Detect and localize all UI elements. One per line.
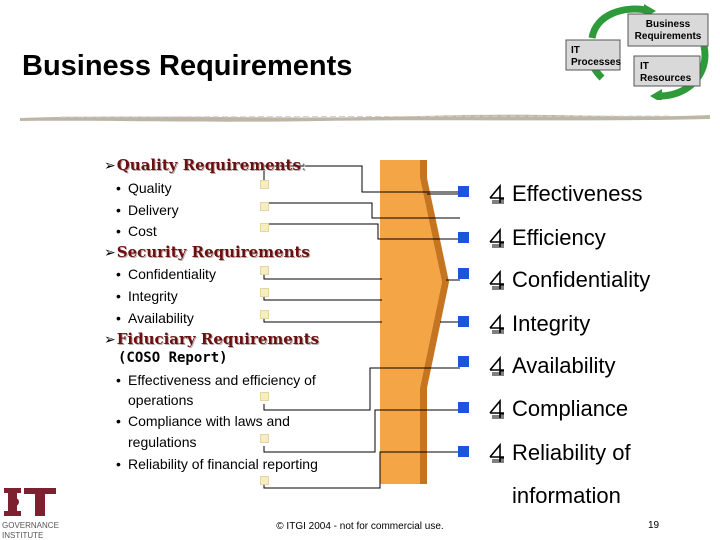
arrow-bullet-icon: ➢ bbox=[104, 158, 116, 174]
title-underline bbox=[20, 114, 710, 122]
connector-marker bbox=[260, 266, 269, 275]
criteria-item: Reliability of bbox=[488, 440, 631, 466]
book-icon bbox=[489, 356, 504, 376]
arrow-bullet-icon: ➢ bbox=[104, 245, 116, 261]
footer-copyright: © ITGI 2004 - not for commercial use. bbox=[276, 521, 444, 532]
criteria-item: Effectiveness bbox=[488, 181, 642, 207]
book-icon bbox=[489, 314, 504, 334]
criteria-item: Confidentiality bbox=[488, 267, 650, 293]
logo-line2: INSTITUTE bbox=[2, 531, 43, 540]
list-item: •Availability bbox=[116, 310, 194, 326]
book-icon bbox=[489, 184, 504, 204]
list-item: •Integrity bbox=[116, 288, 178, 304]
list-item: •Quality bbox=[116, 180, 172, 196]
criteria-bullet bbox=[458, 356, 469, 367]
cycle-resources-line2: Resources bbox=[640, 73, 692, 84]
section-heading-fiduciary: ➢Fiduciary Requirements bbox=[104, 330, 320, 348]
cycle-diagram-icon: Business Requirements IT Processes IT Re… bbox=[565, 4, 709, 100]
criteria-item: Efficiency bbox=[488, 225, 606, 251]
criteria-bullet bbox=[458, 402, 469, 413]
cycle-business-line2: Requirements bbox=[635, 31, 702, 42]
criteria-bullet bbox=[458, 268, 469, 279]
section-heading-quality: ➢Quality Requirements: bbox=[104, 156, 306, 174]
section-heading-security: ➢Security Requirements bbox=[104, 243, 310, 261]
criteria-bullet bbox=[458, 186, 469, 197]
list-item-continuation: operations bbox=[128, 392, 194, 408]
criteria-item: Availability bbox=[488, 353, 616, 379]
connector-marker bbox=[260, 476, 269, 485]
arrow-bullet-icon: ➢ bbox=[104, 332, 116, 348]
list-item: •Confidentiality bbox=[116, 266, 216, 282]
list-item: •Delivery bbox=[116, 202, 179, 218]
cycle-processes-line1: IT bbox=[571, 45, 580, 56]
connector-marker bbox=[260, 434, 269, 443]
connector-marker bbox=[260, 180, 269, 189]
list-item: •Effectiveness and efficiency of bbox=[116, 372, 316, 388]
book-icon bbox=[489, 399, 504, 419]
criteria-item-continuation: information bbox=[512, 483, 621, 508]
criteria-item: Compliance bbox=[488, 396, 628, 422]
book-icon bbox=[489, 228, 504, 248]
list-item-continuation: regulations bbox=[128, 434, 197, 450]
list-item: •Cost bbox=[116, 223, 157, 239]
list-item: •Compliance with laws and bbox=[116, 413, 290, 429]
connector-marker bbox=[260, 202, 269, 211]
connector-marker bbox=[260, 310, 269, 319]
connector-marker bbox=[260, 288, 269, 297]
connector-diagram bbox=[263, 160, 460, 489]
book-icon bbox=[489, 270, 504, 290]
criteria-bullet bbox=[458, 446, 469, 457]
page-title: Business Requirements bbox=[22, 50, 353, 82]
page-number: 19 bbox=[648, 520, 660, 531]
logo-line1: GOVERNANCE bbox=[2, 521, 59, 530]
coso-note: (COSO Report) bbox=[118, 350, 228, 366]
book-icon bbox=[489, 443, 504, 463]
connector-marker bbox=[260, 223, 269, 232]
itgi-logo-icon: GOVERNANCE INSTITUTE bbox=[2, 488, 59, 540]
connector-marker bbox=[260, 392, 269, 401]
criteria-bullet bbox=[458, 316, 469, 327]
cycle-processes-line2: Processes bbox=[571, 57, 621, 68]
criteria-bullet bbox=[458, 232, 469, 243]
list-item: •Reliability of financial reporting bbox=[116, 456, 318, 472]
cycle-resources-line1: IT bbox=[640, 61, 649, 72]
criteria-item: Integrity bbox=[488, 311, 590, 337]
cycle-business-line1: Business bbox=[646, 19, 691, 30]
